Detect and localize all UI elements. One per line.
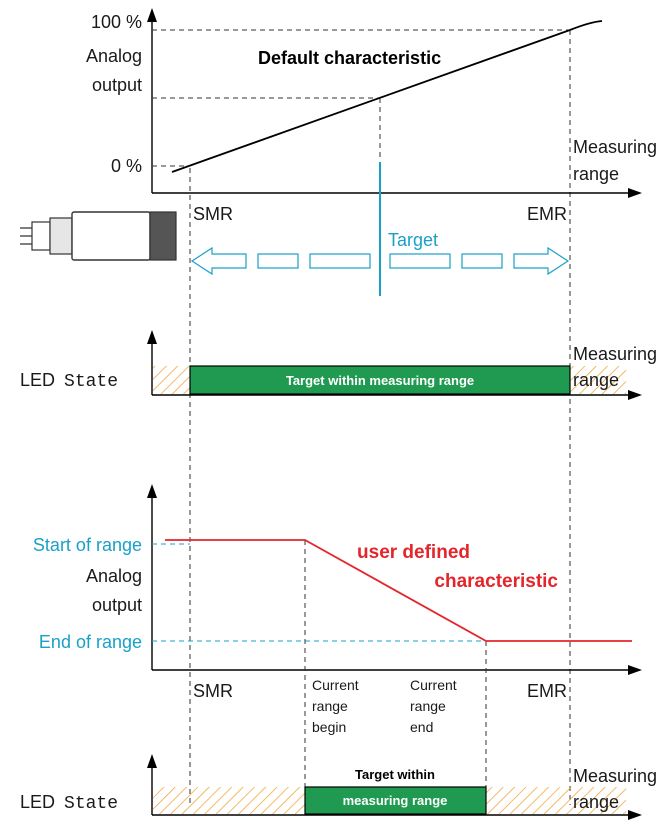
led1-label: LED State xyxy=(20,370,118,392)
chart2-y-label-line2: output xyxy=(92,595,142,615)
led1-hatch-left xyxy=(153,366,190,394)
user-defined-characteristic-chart: Start of range Analog output End of rang… xyxy=(33,484,642,805)
measuring-range-arrow xyxy=(190,246,570,276)
led2-range-label-line2: range xyxy=(573,792,619,812)
led-state-2: Target within measuring range LED State … xyxy=(20,754,657,820)
chart1-x-label-line2: range xyxy=(573,164,619,184)
current-begin-line3: begin xyxy=(312,719,346,735)
current-end-line3: end xyxy=(410,719,433,735)
led1-led-text: LED xyxy=(20,370,55,390)
chart1-x-axis-arrow xyxy=(628,188,642,198)
led2-led-text: LED xyxy=(20,792,55,812)
chart2-end-label: End of range xyxy=(39,632,142,652)
chart2-curve-label-line1: user defined xyxy=(357,542,470,563)
led1-in-range-bar xyxy=(189,365,571,395)
led1-range-label-line1: Measuring xyxy=(573,344,657,364)
target-label: Target xyxy=(388,230,438,250)
led1-hatch-right xyxy=(570,366,626,394)
led2-hatch-left xyxy=(153,787,305,814)
led1-range-label-line2: range xyxy=(573,370,619,390)
led2-x-axis-arrow xyxy=(628,810,642,820)
chart1-y-label-line1: Analog xyxy=(86,46,142,66)
chart1-smr-label: SMR xyxy=(193,204,233,224)
chart1-0pct-label: 0 % xyxy=(111,156,142,176)
led1-bar-text: Target within measuring range xyxy=(286,373,474,388)
default-characteristic-chart: 100 % Analog output 0 % Default characte… xyxy=(86,8,657,224)
chart1-100pct-label: 100 % xyxy=(91,12,142,32)
led1-y-axis-arrow xyxy=(147,330,157,344)
current-end-line2: range xyxy=(410,698,446,714)
led2-range-label-line1: Measuring xyxy=(573,766,657,786)
chart1-y-label-line2: output xyxy=(92,75,142,95)
led2-bar-text-line1: Target within xyxy=(355,767,435,782)
led2-label: LED State xyxy=(20,792,118,814)
led2-y-axis-arrow xyxy=(147,754,157,768)
current-begin-line2: range xyxy=(312,698,348,714)
chart2-y-label-line1: Analog xyxy=(86,566,142,586)
chart2-emr-label: EMR xyxy=(527,681,567,701)
led1-state-text: State xyxy=(64,372,118,392)
chart2-y-axis-arrow xyxy=(147,484,157,498)
led2-bar-text-line2: measuring range xyxy=(343,793,448,808)
chart1-y-axis-arrow xyxy=(147,8,157,22)
current-end-line1: Current xyxy=(410,677,457,693)
led1-x-axis-arrow xyxy=(628,390,642,400)
chart1-curve-label: Default characteristic xyxy=(258,48,441,68)
chart1-emr-label: EMR xyxy=(527,204,567,224)
led2-in-range-bar xyxy=(304,786,487,815)
chart2-start-label: Start of range xyxy=(33,535,142,555)
led-state-1: Target within measuring range LED State … xyxy=(20,330,657,400)
chart2-x-axis-arrow xyxy=(628,665,642,675)
chart2-smr-label: SMR xyxy=(193,681,233,701)
current-begin-line1: Current xyxy=(312,677,359,693)
user-defined-curve xyxy=(165,539,632,642)
led2-state-text: State xyxy=(64,794,118,814)
sensor-icon xyxy=(20,211,177,261)
led2-hatch-right xyxy=(486,787,626,814)
target-row: Target xyxy=(20,162,570,296)
chart2-curve-label-line2: characteristic xyxy=(434,571,558,592)
default-characteristic-curve xyxy=(171,20,603,173)
chart1-x-label-line1: Measuring xyxy=(573,137,657,157)
